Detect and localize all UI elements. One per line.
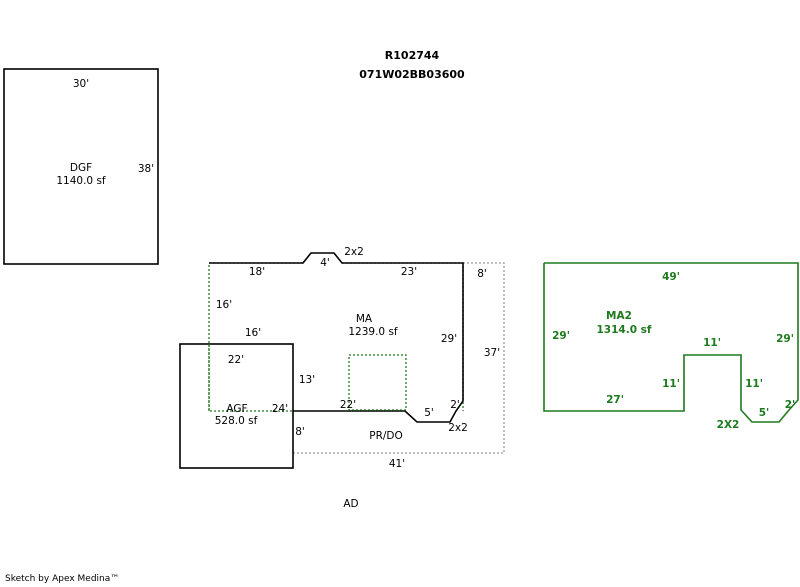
ma-dim-16-inner: 16' (245, 327, 261, 339)
ma2-dim-2: 2' (785, 399, 796, 411)
ma-dim-13: 13' (299, 374, 315, 386)
prdo-outline (293, 262, 505, 454)
ma-code: MA (356, 313, 373, 325)
parcel-id: R102744 (385, 49, 440, 62)
ma2-outline (543, 262, 799, 423)
sketch-credit: Sketch by Apex Medina™ (5, 574, 120, 584)
ma2-dim-49: 49' (662, 271, 680, 283)
ma-solid-top (209, 252, 464, 423)
dgf-outline (3, 68, 159, 265)
dgf-code: DGF (70, 162, 92, 174)
agf-area: 528.0 sf (215, 415, 258, 427)
ma-dim-16-left: 16' (216, 299, 232, 311)
ma-dim-4: 4' (320, 257, 330, 269)
ma2-dim-11-right: 11' (745, 378, 763, 390)
dgf-dim-top: 30' (73, 78, 89, 90)
prdo-dim-41: 41' (389, 458, 405, 470)
ma2-area: 1314.0 sf (597, 324, 652, 336)
ma-dim-5: 5' (424, 407, 434, 419)
ma-inner-box (348, 354, 407, 411)
ma-dim-18: 18' (249, 266, 265, 278)
prdo-code: PR/DO (369, 430, 403, 442)
ma2-dim-2x2: 2X2 (717, 419, 740, 431)
ma-area: 1239.0 sf (348, 326, 398, 338)
agf-overlap-dotted (208, 344, 293, 412)
agf-code: AGF (226, 403, 247, 415)
ma2-code: MA2 (606, 310, 632, 322)
ma2-dim-29-left: 29' (552, 330, 570, 342)
ad-code: AD (343, 498, 358, 510)
ma2-dim-11-left: 11' (662, 378, 680, 390)
ma2-dim-29-right: 29' (776, 333, 794, 345)
ma-dim-22-upper: 22' (228, 354, 244, 366)
ma-dim-29: 29' (441, 333, 457, 345)
agf-dim-8: 8' (295, 426, 305, 438)
ma-dim-2x2-top: 2x2 (344, 246, 364, 258)
prdo-dim-37: 37' (484, 347, 500, 359)
ma2-dim-27: 27' (606, 394, 624, 406)
dgf-area: 1140.0 sf (56, 175, 106, 187)
ma-dim-23: 23' (401, 266, 417, 278)
dgf-dim-right: 38' (138, 163, 154, 175)
prdo-dim-8: 8' (477, 268, 487, 280)
agf-outline (179, 343, 294, 469)
ma-dim-22-lower: 22' (340, 399, 356, 411)
ma-dim-2: 2' (450, 399, 460, 411)
ma2-dim-11-top: 11' (703, 337, 721, 349)
ma-dim-2x2-bottom: 2x2 (448, 422, 468, 434)
map-number: 071W02BB03600 (359, 68, 465, 81)
ma2-dim-5: 5' (759, 407, 770, 419)
agf-dim-24: 24' (272, 403, 288, 415)
